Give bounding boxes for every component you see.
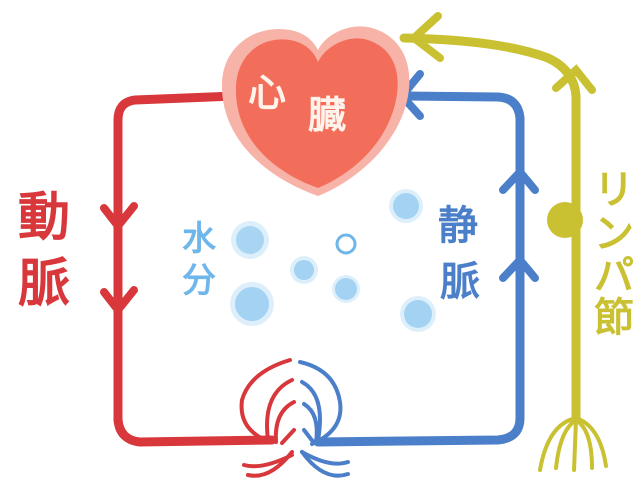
lymph-arrow-heart [407, 12, 444, 62]
lymph-path [399, 33, 581, 423]
lymph-label-3: パ [594, 253, 634, 299]
lymph-capillaries [538, 416, 608, 472]
lymph-label-1: リ [594, 167, 634, 213]
lymph-label-2: ン [594, 211, 634, 257]
heart-label-2: 臓 [308, 93, 347, 137]
artery-label-2: 脈 [18, 254, 71, 314]
lymph-node [547, 202, 583, 238]
heart-shape [235, 38, 398, 188]
vein-label-2: 脈 [440, 259, 480, 305]
water-label-2: 分 [182, 261, 216, 301]
lymph-arrow-mid [552, 64, 596, 94]
artery-label-1: 動 [18, 188, 71, 248]
artery-arrow-upper [100, 202, 138, 233]
artery-path [113, 91, 277, 447]
water-droplets [230, 189, 436, 332]
water-label-1: 水 [182, 219, 216, 259]
capillary-arterial-side [239, 358, 296, 478]
capillary-venous-side [298, 360, 350, 478]
artery-arrow-lower [100, 286, 138, 317]
lymph-label-4: 節 [594, 295, 634, 341]
heart-label-1: 心 [248, 71, 287, 115]
vein-arrow-upper [499, 165, 539, 194]
vein-arrow-lower [499, 253, 539, 282]
vein-label-1: 静 [438, 203, 478, 249]
vein-path [313, 91, 525, 447]
